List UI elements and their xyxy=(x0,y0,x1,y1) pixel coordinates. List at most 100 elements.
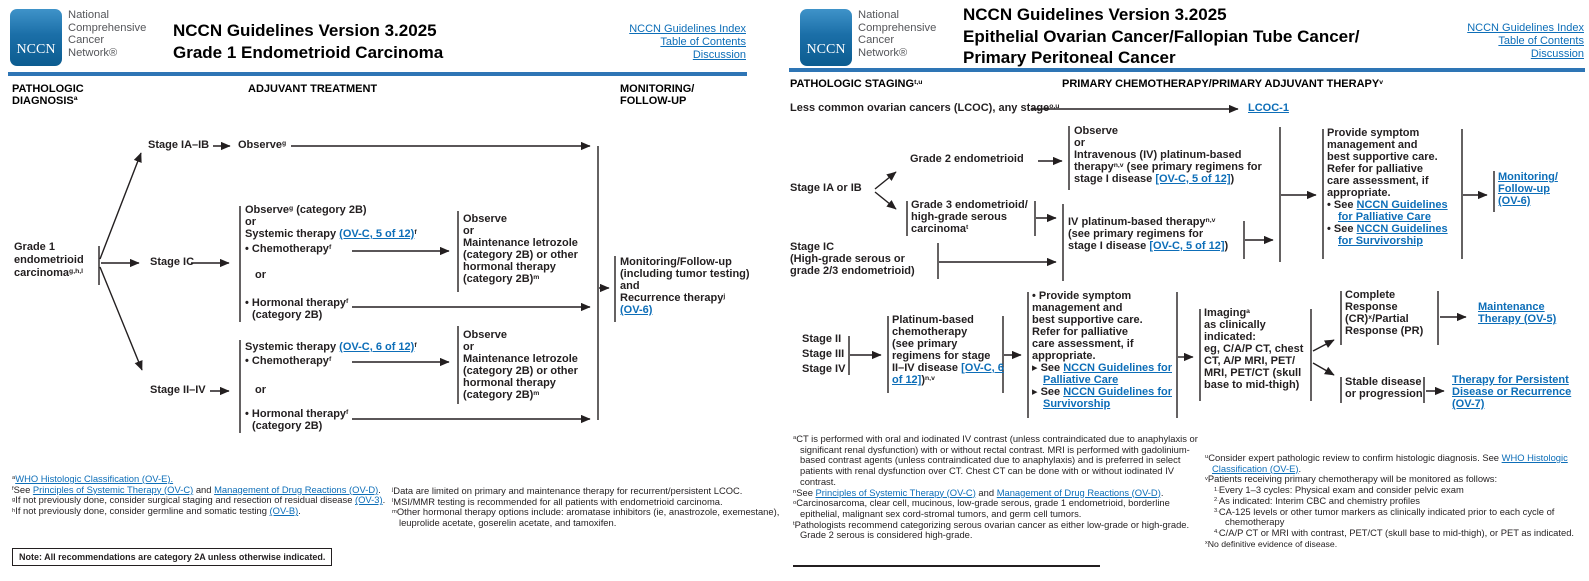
line: or xyxy=(1074,137,1085,149)
node-stage-ic: Stage IC xyxy=(150,256,195,268)
link-ov6[interactable]: (OV-6) xyxy=(620,304,653,316)
text: Systemic therapy xyxy=(245,228,340,240)
box-monitoring-l1: Monitoring/Follow-up xyxy=(620,256,732,268)
link-management-drug-reactions[interactable]: Management of Drug Reactions (OV-D) xyxy=(996,486,1161,498)
sup: a xyxy=(1246,307,1250,315)
text: • Chemotherapy xyxy=(245,355,329,367)
box-ii-iv-hormonal-therapy-line: • Hormonal therapyf xyxy=(245,408,348,420)
text: Grade 3 endometrioid/ high-grade serous … xyxy=(911,199,1028,235)
footnote-h: hIf not previously done, consider germli… xyxy=(12,505,390,517)
box-ii-iv-category-2b: (category 2B) xyxy=(252,420,323,432)
node-grade3-high-grade-serous: Grade 3 endometrioid/ high-grade serous … xyxy=(911,199,1028,235)
node-grade1-endometrioid-carcinoma: Grade 1 endometrioid carcinomag,h,l xyxy=(14,241,84,280)
footnote-v-item-4: 4.C/A/P CT or MRI with contrast, PET/CT … xyxy=(1214,526,1589,539)
sup: m xyxy=(533,273,540,281)
link-ovc-5of12[interactable]: [OV-C, 5 of 12] xyxy=(1149,240,1225,252)
sup: g xyxy=(289,204,294,212)
sup: m xyxy=(533,389,540,397)
text: ▸ See xyxy=(1032,362,1064,374)
nav-discussion[interactable]: Discussion xyxy=(692,49,746,61)
text: Observe xyxy=(245,204,290,216)
text: C/A/P CT or MRI with contrast, PET/CT (s… xyxy=(1218,526,1575,538)
sup: o xyxy=(793,499,797,506)
box-iv-platinum-therapy: IV platinum-based therapyn,v (see primar… xyxy=(1068,216,1228,252)
text: . xyxy=(382,494,386,506)
node-stage-ii-iii-iv: Stage II Stage III Stage IV xyxy=(802,333,846,375)
col-header-primary-chemotherapy: PRIMARY CHEMOTHERAPY/PRIMARY ADJUVANT TH… xyxy=(1062,78,1383,91)
link-nccn-survivorship[interactable]: NCCN Guidelines for Survivorship xyxy=(1338,223,1448,247)
link-nccn-survivorship[interactable]: NCCN Guidelines for Survivorship xyxy=(1043,386,1173,410)
nav-table-of-contents[interactable]: Table of Contents xyxy=(660,36,746,48)
text: ) xyxy=(921,374,926,386)
link-who-histologic-classification[interactable]: WHO Histologic Classification (OV-E). xyxy=(15,473,174,484)
sup: v xyxy=(1379,78,1383,86)
text: Complete Response (CR) xyxy=(1345,289,1398,325)
node-stage-ia-or-ib: Stage IA or IB xyxy=(790,182,862,194)
link-maintenance-therapy-ov5[interactable]: Maintenance Therapy (OV-5) xyxy=(1478,301,1557,325)
sup: a xyxy=(12,475,16,482)
footnotes-right-col1: aCT is performed with oral and iodinated… xyxy=(793,433,1207,541)
node-grade2-endometrioid: Grade 2 endometrioid xyxy=(910,153,1024,165)
category-2a-note: Note: All recommendations are category 2… xyxy=(12,548,333,566)
nccn-logo: NCCN xyxy=(10,9,62,66)
footnote-n: nSee Principles of Systemic Therapy (OV-… xyxy=(793,486,1207,499)
bullet-survivorship: • See NCCN Guidelines for Survivorship xyxy=(1327,223,1465,247)
sup: n,v xyxy=(1205,216,1216,224)
node-observe: Observeg xyxy=(238,139,286,151)
sup: g,h,l xyxy=(69,267,84,275)
link-management-drug-reactions[interactable]: Management of Drug Reactions (OV-D) xyxy=(214,483,379,495)
link-ovb[interactable]: (OV-B) xyxy=(269,505,299,517)
link-lcoc-1[interactable]: LCOC-1 xyxy=(1248,102,1289,114)
text: CT is performed with oral and iodinated … xyxy=(796,433,1198,487)
text: and xyxy=(975,486,997,498)
footnote-a: aCT is performed with oral and iodinated… xyxy=(793,433,1207,488)
text: Less common ovarian cancers (LCOC), any … xyxy=(790,102,1050,114)
box-ii-iv-systemic-therapy-line: Systemic therapy (OV-C, 6 of 12)f xyxy=(245,341,417,353)
link-nccn-palliative-care[interactable]: NCCN Guidelines for Palliative Care xyxy=(1338,199,1448,223)
sup: f xyxy=(346,297,349,305)
sup: n xyxy=(793,488,797,495)
text: • Hormonal therapy xyxy=(245,408,347,420)
link-therapy-persistent-ov7[interactable]: Therapy for Persistent Disease or Recurr… xyxy=(1452,374,1572,410)
footnote-o: oCarcinosarcoma, clear cell, mucinous, l… xyxy=(793,497,1207,519)
text: Systemic therapy xyxy=(245,341,340,353)
link-ovc-6of12[interactable]: [OV-C, 6 of 12] xyxy=(892,362,1004,386)
link-principles-systemic-therapy[interactable]: Principles of Systemic Therapy (OV-C) xyxy=(32,483,194,495)
link-principles-systemic-therapy[interactable]: Principles of Systemic Therapy (OV-C) xyxy=(815,486,976,498)
link-ovc-5of12[interactable]: [OV-C, 5 of 12] xyxy=(1155,173,1231,185)
text: ) xyxy=(1230,173,1235,185)
box-ii-iv-or: or xyxy=(255,384,266,396)
page-title-right: NCCN Guidelines Version 3.2025 Epithelia… xyxy=(963,4,1359,69)
box-stable-disease: Stable disease or progression xyxy=(1345,376,1423,400)
sup: f xyxy=(328,355,332,363)
nav-guidelines-index[interactable]: NCCN Guidelines Index xyxy=(629,23,746,35)
text: . xyxy=(1298,462,1302,474)
link-who-histologic-classification[interactable]: WHO Histologic Classification (OV-E) xyxy=(1212,452,1568,474)
link-ovc-6of12[interactable]: (OV-C, 6 of 12) xyxy=(339,341,415,353)
sup: l xyxy=(392,498,394,505)
sup: g xyxy=(12,496,16,503)
text: Carcinosarcoma, clear cell, mucinous, lo… xyxy=(796,497,1170,519)
text: Provide symptom management and best supp… xyxy=(1327,127,1438,199)
sup: j xyxy=(723,292,726,300)
text: If not previously done, consider surgica… xyxy=(15,494,356,506)
box-platinum-chemotherapy: Platinum-based chemotherapy (see primary… xyxy=(892,314,1004,386)
link-ov3[interactable]: (OV-3) xyxy=(355,494,383,506)
text: • See xyxy=(1327,199,1357,211)
text: Platinum-based chemotherapy (see primary… xyxy=(892,314,991,374)
link-nccn-palliative-care[interactable]: NCCN Guidelines for Palliative Care xyxy=(1043,362,1173,386)
text: If not previously done, consider germlin… xyxy=(15,505,270,517)
box-ic-category-2b: (category 2B) xyxy=(252,309,323,321)
nav-guidelines-index[interactable]: NCCN Guidelines Index xyxy=(1467,22,1584,34)
footnote-v: vPatients receiving primary chemotherapy… xyxy=(1205,474,1589,485)
nav-table-of-contents[interactable]: Table of Contents xyxy=(1498,35,1584,47)
box-monitoring-l4: Recurrence therapyj xyxy=(620,292,725,304)
box-monitoring-l2: (including tumor testing) xyxy=(620,268,750,280)
sup: t xyxy=(966,223,969,231)
link-monitoring-followup-ov6[interactable]: Monitoring/ Follow-up (OV-6) xyxy=(1498,171,1558,207)
footnote-l: lMSI/MMR testing is recommended for all … xyxy=(392,496,792,508)
nav-discussion[interactable]: Discussion xyxy=(1530,48,1584,60)
item-number: 3. xyxy=(1214,507,1219,514)
link-ovc-5of12[interactable]: (OV-C, 5 of 12) xyxy=(339,228,415,240)
text: as clinically indicated: eg, C/A/P CT, c… xyxy=(1204,319,1304,391)
